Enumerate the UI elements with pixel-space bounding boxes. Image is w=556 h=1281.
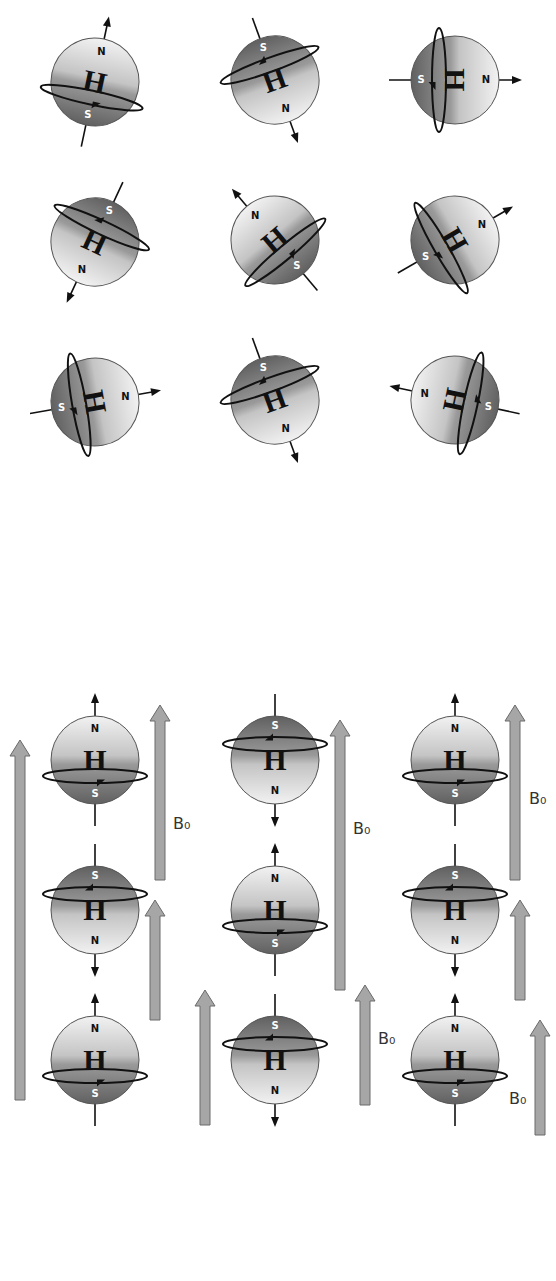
pole-label: N (91, 724, 99, 734)
element-symbol: H (263, 745, 286, 775)
proton-sphere: HNS (51, 38, 139, 126)
pole-label: S (271, 1021, 278, 1031)
pole-label: N (281, 424, 289, 434)
field-arrow (530, 1020, 550, 1135)
element-symbol: H (83, 895, 106, 925)
pole-label: S (91, 871, 98, 881)
element-symbol: H (83, 745, 106, 775)
element-symbol: H (443, 745, 466, 775)
field-label: B₀ (508, 1090, 527, 1108)
element-symbol: H (443, 1045, 466, 1075)
pole-label: S (91, 789, 98, 799)
proton-sphere: HNS (51, 358, 139, 446)
field-arrow (150, 705, 170, 880)
pole-label: S (485, 402, 492, 412)
pole-label: S (451, 789, 458, 799)
pole-label: S (451, 1089, 458, 1099)
proton-sphere: HNS (411, 356, 499, 444)
pole-label: N (251, 211, 259, 221)
pole-label: S (417, 75, 424, 85)
element-symbol: H (83, 1045, 106, 1075)
pole-label: S (58, 403, 65, 413)
proton-sphere: HNS (231, 196, 319, 284)
pole-label: S (271, 939, 278, 949)
field-label: B₀ (352, 820, 371, 838)
proton-sphere: HNS (411, 196, 499, 284)
field-arrow (145, 900, 165, 1020)
pole-label: N (78, 265, 86, 275)
pole-label: S (260, 43, 267, 53)
pole-label: N (420, 389, 428, 399)
proton-sphere: H N S (231, 716, 319, 804)
pole-label: N (121, 392, 129, 402)
pole-label: N (97, 47, 105, 57)
pole-label: N (451, 1024, 459, 1034)
field-label: B₀ (528, 790, 547, 808)
proton-sphere: H N S (411, 1016, 499, 1104)
proton-sphere: HNS (51, 198, 139, 286)
pole-label: N (91, 1024, 99, 1034)
pole-label: S (84, 110, 91, 120)
proton-sphere: HNS (231, 36, 319, 124)
proton-sphere: H N S (231, 1016, 319, 1104)
proton-sphere: H N S (51, 716, 139, 804)
proton-sphere: H N S (51, 1016, 139, 1104)
pole-label: N (91, 936, 99, 946)
proton-sphere: H N S (411, 866, 499, 954)
element-symbol: H (263, 895, 286, 925)
pole-label: N (271, 874, 279, 884)
pole-label: S (260, 363, 267, 373)
pole-label: N (271, 786, 279, 796)
pole-label: N (451, 724, 459, 734)
field-label: B₀ (377, 1030, 396, 1048)
pole-label: S (271, 721, 278, 731)
field-arrow (10, 740, 30, 1100)
proton-sphere: H N S (231, 866, 319, 954)
field-label: B₀ (172, 815, 191, 833)
proton-sphere: H N S (411, 716, 499, 804)
field-arrow (510, 900, 530, 1000)
pole-label: N (451, 936, 459, 946)
element-symbol: H (443, 895, 466, 925)
pole-label: S (106, 206, 113, 216)
pole-label: N (478, 220, 486, 230)
pole-label: S (422, 252, 429, 262)
proton-sphere: H N S (51, 866, 139, 954)
pole-label: S (451, 871, 458, 881)
field-arrow (505, 705, 525, 880)
pole-label: N (281, 104, 289, 114)
element-symbol: H (440, 68, 470, 91)
pole-label: N (271, 1086, 279, 1096)
field-arrow (330, 720, 350, 990)
pole-label: S (293, 261, 300, 271)
field-arrow (195, 990, 215, 1125)
proton-sphere: HNS (411, 36, 499, 124)
field-arrow (355, 985, 375, 1105)
element-symbol: H (263, 1045, 286, 1075)
proton-sphere: HNS (231, 356, 319, 444)
pole-label: S (91, 1089, 98, 1099)
pole-label: N (482, 75, 490, 85)
